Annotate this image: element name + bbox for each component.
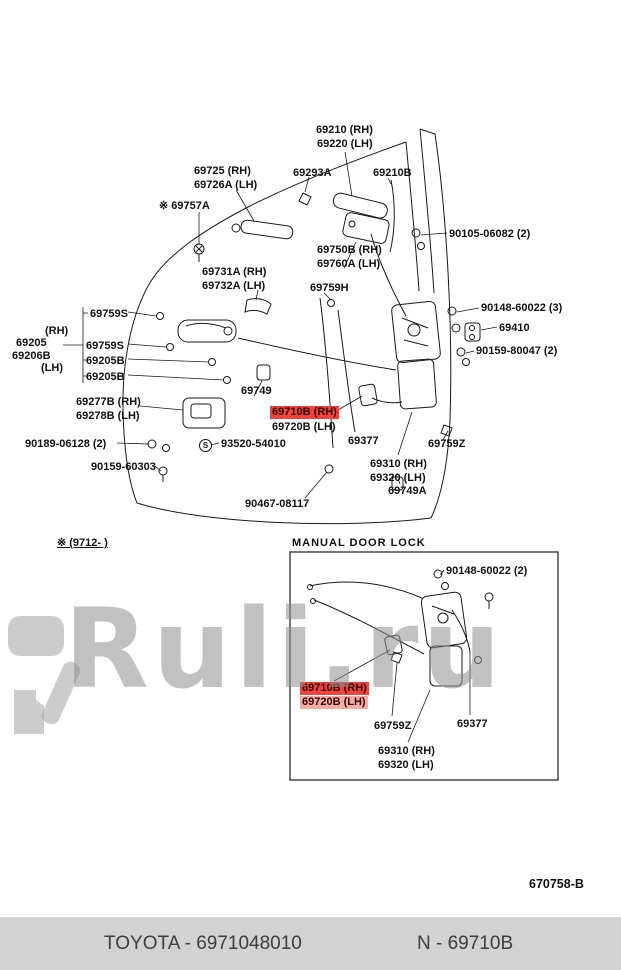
headlight-icon (8, 616, 64, 656)
part-label-69731a-rh: 69731A (RH) (202, 266, 267, 278)
part-label-69310-rh: 69310 (RH) (370, 458, 427, 470)
part-label-69749: 69749 (241, 385, 272, 397)
door-outline (122, 128, 452, 525)
oil-can-icon (14, 690, 44, 734)
part-label-90105-06082: 90105-06082 (2) (449, 228, 531, 240)
part-label-rh-tag: (RH) (45, 325, 69, 337)
part-label-69720b-lh-inset: 69720B (LH) (300, 696, 368, 709)
part-label-69320-lh-inset: 69320 (LH) (378, 759, 434, 771)
applicability-note: ※ (9712- ) (57, 537, 108, 549)
part-label-69710b-rh-highlighted: 69710B (RH) (270, 406, 339, 419)
part-label-69205b-1: 69205B (86, 355, 125, 367)
s-symbol: S (199, 439, 212, 452)
part-label-69220-lh: 69220 (LH) (317, 138, 373, 150)
part-label-69206b: 69206B (12, 350, 51, 362)
part-label-90148-60022-3: 90148-60022 (3) (481, 302, 563, 314)
part-label-69210b: 69210B (373, 167, 412, 179)
watermark-parts-icons (8, 616, 81, 734)
part-label-69726a-lh: 69726A (LH) (194, 179, 258, 191)
leader-lines (63, 151, 498, 499)
part-label-69760a-lh: 69760A (LH) (317, 258, 381, 270)
part-label-69710b-rh-highlighted-inset: 69710B (RH) (300, 682, 369, 695)
part-label-90189-06128: 90189-06128 (2) (25, 438, 107, 450)
inside-handle-parts (147, 298, 335, 482)
manual-door-lock-box (289, 551, 559, 781)
part-label-69759z-inset: 69759Z (374, 720, 412, 732)
part-label-90159-80047: 90159-80047 (2) (476, 345, 558, 357)
part-label-69277b-rh: 69277B (RH) (76, 396, 141, 408)
part-label-69410: 69410 (499, 322, 530, 334)
part-label-69759s-2: 69759S (86, 340, 124, 352)
footer-part-number: TOYOTA - 6971048010 (104, 932, 302, 954)
part-label-69759s-1: 69759S (90, 308, 128, 320)
part-label-lh-tag: (LH) (41, 362, 63, 374)
part-label-90159-60303: 90159-60303 (91, 461, 156, 473)
shock-absorber-icon (41, 661, 81, 725)
part-label-69278b-lh: 69278B (LH) (76, 410, 140, 422)
part-label-69749a: 69749A (388, 485, 427, 497)
part-label-69750b-rh: 69750B (RH) (317, 244, 382, 256)
door-lock-assembly (237, 233, 481, 491)
part-label-69205b-2: 69205B (86, 371, 125, 383)
part-label-69293a: 69293A (293, 167, 332, 179)
part-label-90467-08117: 90467-08117 (245, 498, 310, 510)
part-label-69732a-lh: 69732A (LH) (202, 280, 266, 292)
part-label-69310-rh-inset: 69310 (RH) (378, 745, 435, 757)
part-label-69377-inset: 69377 (457, 718, 488, 730)
footer-bar: TOYOTA - 6971048010 N - 69710B (0, 917, 621, 970)
part-label-90148-60022-2: 90148-60022 (2) (446, 565, 528, 577)
outside-handle-parts (193, 179, 425, 262)
part-label-69320-lh: 69320 (LH) (370, 472, 426, 484)
doc-code: 670758-B (529, 877, 584, 891)
footer-part-code: N - 69710B (417, 932, 514, 954)
part-label-93520-54010: 93520-54010 (221, 438, 286, 450)
manual-door-lock-title: MANUAL DOOR LOCK (292, 537, 426, 549)
part-label-69725-rh: 69725 (RH) (194, 165, 251, 177)
part-label-69720b-lh: 69720B (LH) (272, 421, 336, 433)
part-label-69210-rh: 69210 (RH) (316, 124, 373, 136)
part-label-69759z: 69759Z (428, 438, 466, 450)
part-label-69377: 69377 (348, 435, 379, 447)
part-label-69205: 69205 (16, 337, 47, 349)
part-label-69759h: 69759H (310, 282, 349, 294)
part-label-69757a: ※ 69757A (159, 200, 210, 212)
